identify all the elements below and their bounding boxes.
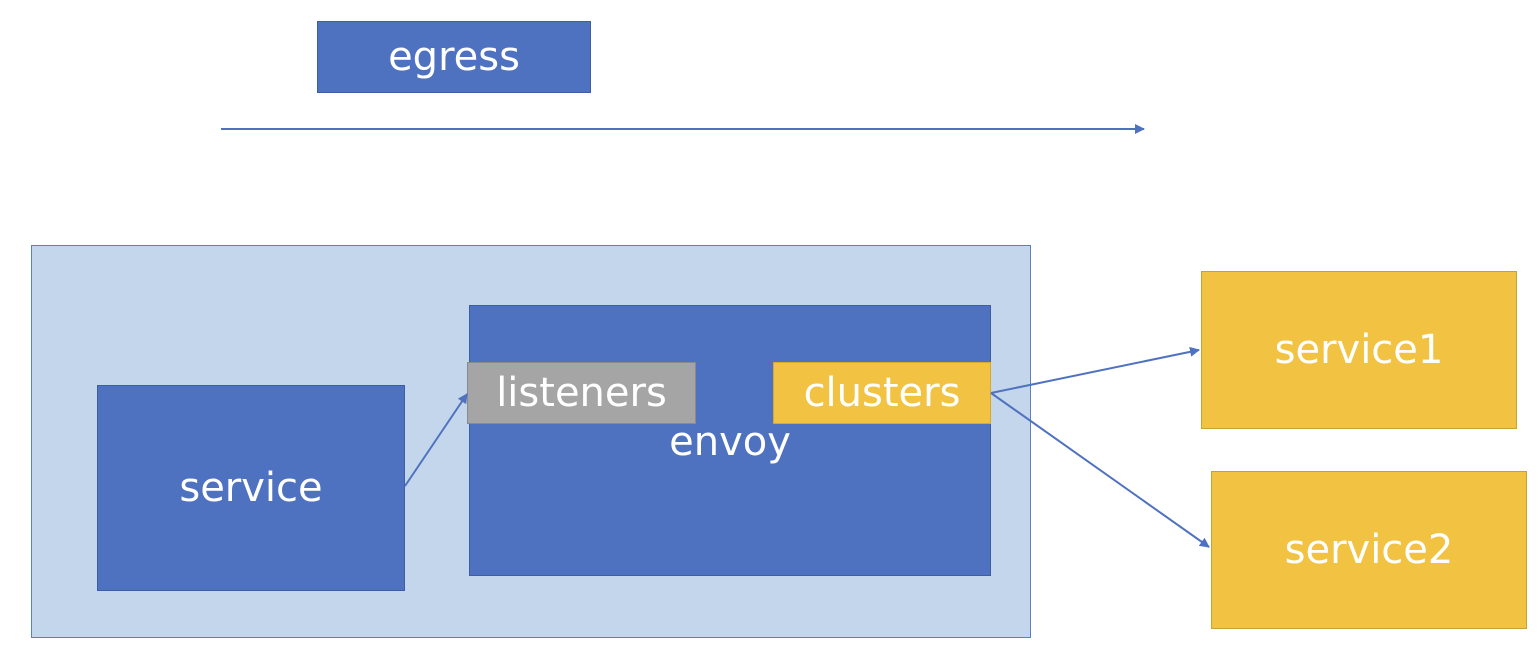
- listeners-box: listeners: [467, 362, 696, 424]
- service2-box: service2: [1211, 471, 1527, 629]
- clusters-box: clusters: [773, 362, 991, 424]
- envoy-box: envoy: [469, 305, 991, 576]
- egress-label-box: egress: [317, 21, 591, 93]
- service-label: service: [179, 465, 323, 511]
- service2-label: service2: [1284, 527, 1454, 573]
- listeners-label: listeners: [496, 370, 667, 416]
- service-box: service: [97, 385, 405, 591]
- service1-label: service1: [1274, 327, 1444, 373]
- egress-label: egress: [388, 34, 520, 80]
- envoy-label: envoy: [669, 419, 791, 465]
- clusters-label: clusters: [803, 370, 961, 416]
- service1-box: service1: [1201, 271, 1517, 429]
